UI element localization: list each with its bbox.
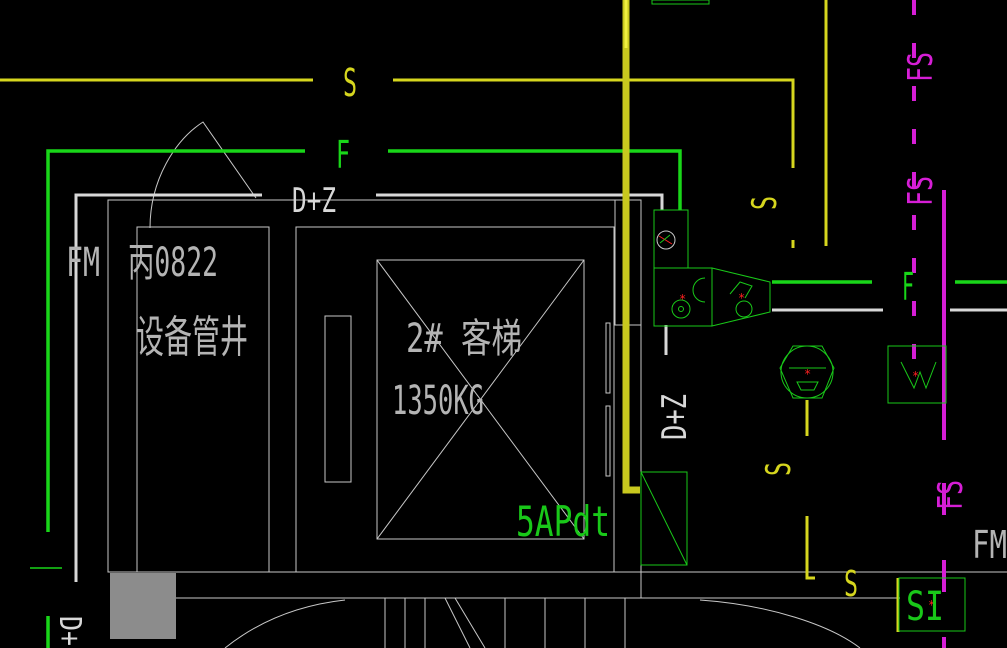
dz-route-top-right [376, 193, 664, 210]
elevator-name-label: 2# 客梯 [406, 316, 522, 362]
smoke-detector-ring [780, 345, 834, 399]
pipe-s-right-label: S [745, 196, 785, 210]
pump-nozzle-icon [729, 281, 753, 299]
room-code-label: 丙0822 [128, 240, 218, 286]
marker-star-detector: * [804, 367, 811, 381]
marker-star-si: * [928, 598, 935, 612]
pipe-s-right-lower-label: S [759, 462, 799, 476]
smoke-detector-inner [796, 381, 819, 391]
fire-damper-diagonal [640, 471, 688, 566]
marker-star-pump-right: * [738, 291, 745, 305]
exhaust-routes [912, 0, 946, 648]
door-swing-arc [149, 121, 257, 229]
pipe-left-bottom-label: D+ [52, 616, 87, 646]
marker-star-pump-left: * [679, 292, 686, 306]
stair-tread-5 [454, 597, 486, 648]
fire-damper-box [640, 471, 688, 566]
valve-box-upper [653, 209, 689, 269]
stair-tread-4 [444, 597, 471, 648]
smoke-detector-hex-icon [779, 345, 835, 399]
panel-tag-label: 5APdt [516, 497, 610, 546]
si-box [898, 577, 966, 632]
pipe-dz-vertical-label: D+Z [655, 394, 695, 440]
pipe-fs-label-3: FS [931, 480, 971, 510]
red-markers: * * * * * [679, 291, 935, 612]
elevator-cross-b [376, 259, 585, 540]
pump-box-right [711, 267, 771, 327]
pump-wheel-left-core [678, 306, 684, 312]
pump-wheel-right-icon [735, 300, 753, 318]
elevator-car [376, 259, 585, 540]
valve-hatch-2 [659, 234, 671, 244]
sprinkler-drop-c [805, 516, 815, 580]
dz-route-left [74, 193, 262, 582]
pump-arc-icon [692, 277, 706, 303]
concrete-column [110, 573, 176, 639]
electric-dz-routes [74, 193, 1007, 582]
heat-detector-box [887, 345, 947, 404]
door-jamb-lower [605, 405, 611, 477]
fm-left-label: FM [66, 240, 100, 286]
top-small-box [651, 0, 710, 5]
fire-pipe-routes [30, 149, 1007, 648]
room-name-label: 设备管井 [136, 312, 248, 363]
sprinkler-pipe-routes [0, 0, 900, 632]
pipe-f-top-label: F [336, 133, 350, 177]
sprinkler-main-riser [622, 0, 640, 494]
pipe-fs-label-1: FS [901, 52, 941, 82]
si-box-label: SI [906, 584, 944, 630]
stair-curve-left [224, 599, 346, 648]
pipe-s-top-label: S [343, 61, 357, 105]
pipe-labels: S F D+Z F S D+Z S S FS FS FS D+ [52, 52, 971, 646]
room-labels: FM 丙0822 设备管井 2# 客梯 1350KG FM [66, 240, 1007, 567]
valve-hatch-1 [658, 235, 673, 245]
elevator-load-label: 1350KG [392, 378, 484, 424]
counterweight [324, 315, 352, 483]
pump-wheel-left-icon [671, 299, 691, 319]
valve-hatched-icon [656, 230, 676, 250]
equipment-symbols [640, 209, 966, 632]
pipe-f-right-label: F [902, 265, 914, 309]
fm-right-label: FM [972, 523, 1007, 567]
stair-curve-right [699, 599, 861, 648]
pipe-dz-top-label: D+Z [292, 181, 336, 221]
fire-pipe-right [388, 149, 682, 210]
marker-star-heat: * [912, 369, 919, 383]
door-jamb-upper [605, 322, 611, 394]
pipe-fs-label-2: FS [901, 176, 941, 206]
sprinkler-top-right [393, 78, 795, 168]
pipe-s-bottom-label: S [844, 564, 858, 605]
fire-pipe-left [46, 149, 305, 532]
heat-detector-zigzag-icon [900, 361, 937, 390]
